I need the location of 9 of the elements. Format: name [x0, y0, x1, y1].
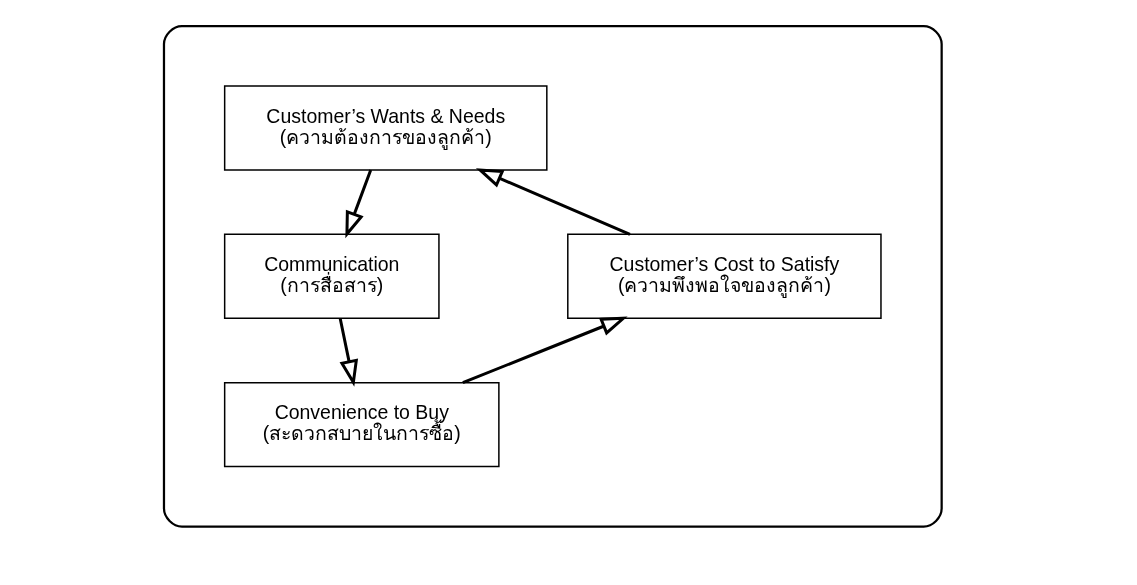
- arrow: [344, 169, 372, 239]
- cluster: [162, 24, 943, 528]
- arrow: [475, 168, 631, 236]
- arrow: [461, 316, 628, 385]
- node-box: Customer’s Cost to Satisfy (ความพึงพอใจของลูกค้า): [566, 233, 882, 319]
- node-box: Customer’s Wants & Needs (ความต้องการของลูกค้า): [223, 85, 548, 171]
- arrow: [338, 318, 358, 387]
- node-box: Convenience to Buy (สะดวกสบายในการซื้อ): [223, 381, 500, 468]
- node-box: Communication (การสื่อสาร): [223, 233, 440, 319]
